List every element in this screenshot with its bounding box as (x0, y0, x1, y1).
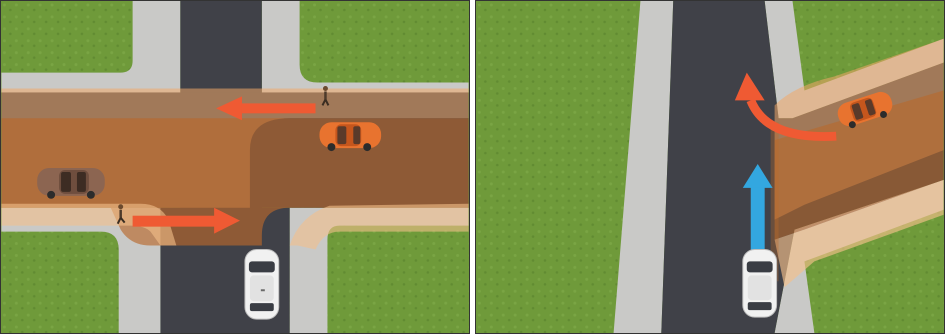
brown-car (37, 168, 105, 199)
orange-car (319, 122, 381, 151)
intersection-illustration (1, 1, 469, 333)
left-turn-illustration (476, 1, 944, 333)
white-car (245, 250, 279, 320)
intersection-scene-left (0, 0, 470, 334)
white-car (743, 250, 777, 318)
intersection-scene-right (475, 0, 945, 334)
